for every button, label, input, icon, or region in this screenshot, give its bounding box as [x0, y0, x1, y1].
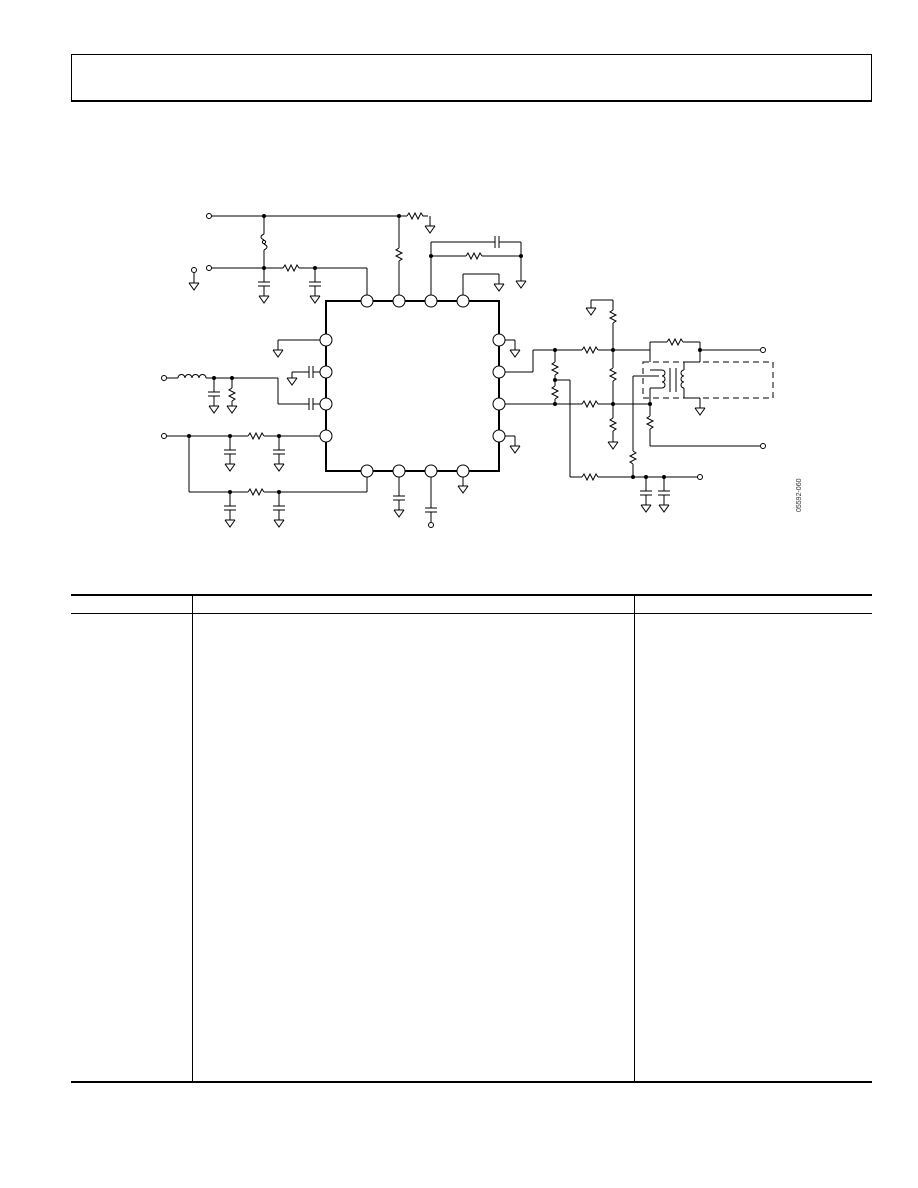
- ic-pin: [492, 429, 506, 443]
- ic-pin: [424, 464, 438, 478]
- ic-pin: [319, 429, 333, 443]
- ic-pin: [392, 294, 406, 308]
- ic-pin: [319, 397, 333, 411]
- ic-pin: [319, 333, 333, 347]
- table-top-rule: [71, 594, 872, 596]
- ic-pin: [319, 365, 333, 379]
- ic-pin: [456, 464, 470, 478]
- ic-pin: [360, 294, 374, 308]
- table-column-divider: [634, 596, 635, 1081]
- ic-pin: [392, 464, 406, 478]
- ic-pin: [456, 294, 470, 308]
- table-header-rule: [71, 613, 872, 614]
- data-table: [71, 594, 872, 1083]
- table-column-divider: [192, 596, 193, 1081]
- ic-pin: [360, 464, 374, 478]
- ic-pin: [492, 333, 506, 347]
- ic-pin: [492, 397, 506, 411]
- table-bottom-rule: [71, 1081, 872, 1083]
- page-header-box: [71, 54, 872, 102]
- ic-body: [325, 300, 500, 472]
- figure-id-label: 05592-060: [796, 478, 803, 512]
- ic-pin: [424, 294, 438, 308]
- evaluation-board-schematic: [161, 211, 774, 528]
- ic-pin: [492, 365, 506, 379]
